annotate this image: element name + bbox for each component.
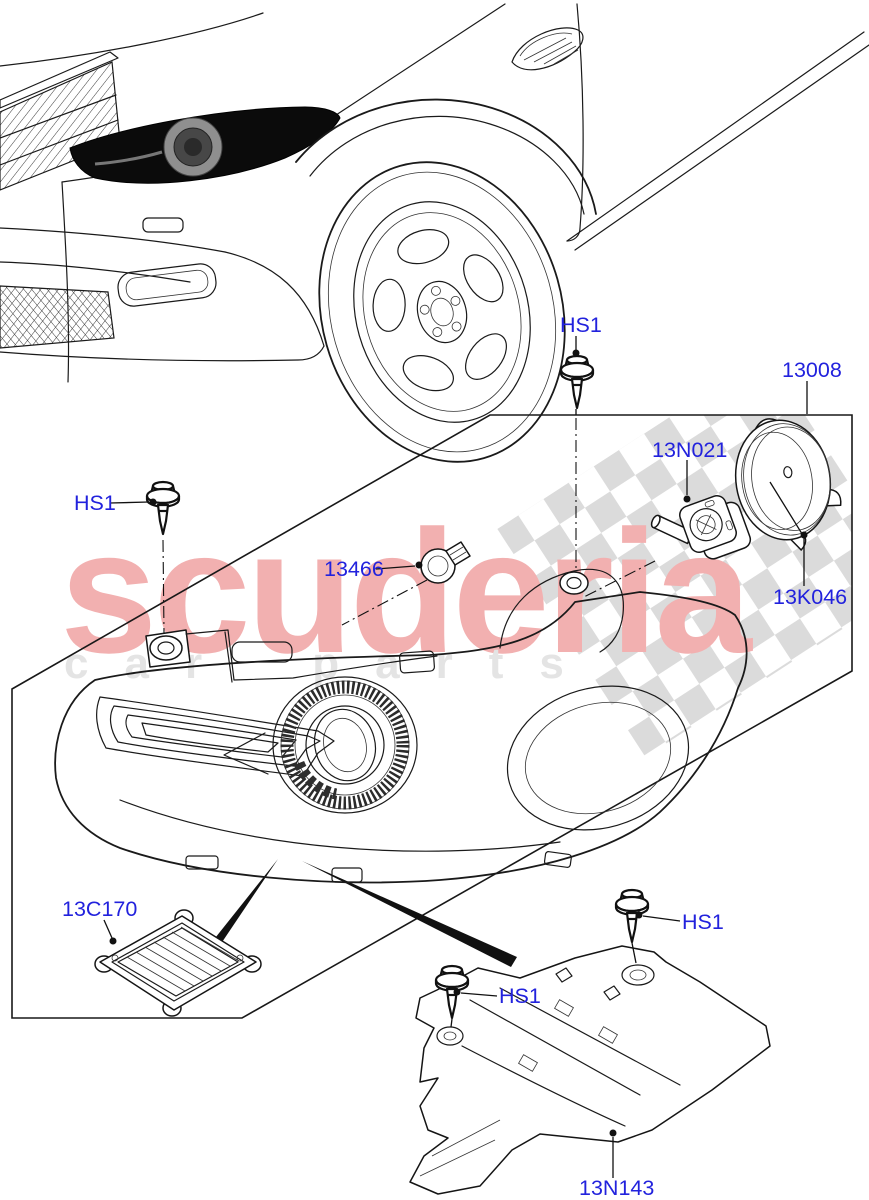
- watermark-tagline-text: car parts: [64, 639, 600, 688]
- sill-line-lower: [574, 44, 869, 251]
- housing-clip-1: [331, 867, 363, 883]
- vehicle-sketch: [0, 3, 869, 463]
- fog-lamp: [117, 263, 217, 307]
- part-number-13466[interactable]: 13466: [324, 557, 384, 581]
- lower-grille: [0, 285, 115, 349]
- part-number-13008[interactable]: 13008: [782, 358, 842, 382]
- callout-dot: [683, 495, 691, 503]
- housing-top-slot: [399, 650, 435, 674]
- part-number-13k046[interactable]: 13K046: [773, 585, 847, 609]
- front-wheel: [318, 161, 566, 463]
- xenon-bulb-axis: [581, 560, 656, 599]
- headlamp-housing-outline: [54, 591, 748, 884]
- wheel-arch: [295, 98, 597, 215]
- indicator-bulb-axis: [341, 579, 428, 626]
- callout-hs1-bottom-left: HS1: [453, 984, 541, 1008]
- part-number-13c170[interactable]: 13C170: [62, 897, 137, 921]
- xenon-bulb-art: [650, 495, 752, 560]
- callout-hs1-top: HS1: [560, 313, 602, 357]
- projector-module: [272, 676, 418, 814]
- screw-bracket-right: [614, 888, 650, 964]
- screw-left: [145, 480, 181, 635]
- callout-13n021: 13N021: [652, 438, 727, 503]
- callouts: HS1 13008 13N021 13K046 13466 HS1: [62, 313, 847, 1200]
- part-number-hs1-bottom-left[interactable]: HS1: [499, 984, 541, 1008]
- part-number-hs1-top[interactable]: HS1: [560, 313, 602, 337]
- callout-13008: 13008: [782, 358, 842, 414]
- housing-clip-2: [543, 851, 572, 868]
- screw-top: [559, 354, 595, 570]
- front-corner-line: [61, 181, 70, 383]
- fender-vent: [511, 27, 584, 71]
- grille-trim: [0, 51, 119, 109]
- callout-dot: [149, 498, 157, 506]
- callout-hs1-left: HS1: [74, 491, 157, 515]
- bumper-side-crease: [224, 251, 325, 347]
- hood-crease-line: [0, 12, 264, 67]
- callout-dot: [109, 937, 117, 945]
- part-number-hs1-bottom-right[interactable]: HS1: [682, 910, 724, 934]
- bumper-crease-upper: [0, 227, 226, 253]
- callout-dot: [415, 561, 423, 569]
- part-number-13n143[interactable]: 13N143: [579, 1176, 654, 1200]
- callout-13466: 13466: [324, 557, 423, 581]
- wheel-arch-inner: [309, 115, 585, 215]
- rear-mount-hoop: [499, 568, 624, 653]
- callout-dot: [800, 531, 808, 539]
- ballast-fins: [126, 926, 240, 992]
- callout-13k046: 13K046: [769, 481, 847, 609]
- indicator-bulb-art: [420, 541, 471, 584]
- screw-bracket-left: [434, 964, 470, 1028]
- callout-hs1-bottom-right: HS1: [635, 910, 724, 934]
- door-shut-line: [566, 3, 584, 242]
- bezel-chevron: [223, 732, 269, 775]
- rear-grommet: [559, 571, 589, 595]
- exploded-view-boundary: [11, 414, 853, 1019]
- sill-line-upper: [566, 31, 865, 242]
- outer-lens-bulge: [506, 685, 690, 831]
- part-number-13n021[interactable]: 13N021: [652, 438, 727, 462]
- pointer-wedges: [200, 859, 517, 967]
- headlamp-assembly-art: [54, 568, 748, 884]
- callout-dot: [572, 349, 580, 357]
- vehicle-headlamp-black: [69, 106, 341, 184]
- mounting-bracket-art: [409, 945, 771, 1195]
- callout-dot: [609, 1129, 617, 1137]
- callout-dot: [635, 911, 643, 919]
- left-grommet: [149, 635, 183, 661]
- washer-nozzle: [142, 217, 184, 233]
- part-number-hs1-left[interactable]: HS1: [74, 491, 116, 515]
- ballast-module-art: [94, 909, 262, 1017]
- bulb-cover-art: [734, 418, 842, 551]
- bumper-crease-lower: [0, 261, 191, 283]
- callout-13n143: 13N143: [579, 1129, 654, 1200]
- lens-lower-sweep: [119, 799, 561, 852]
- callout-13c170: 13C170: [62, 897, 137, 945]
- drl-frames: [96, 696, 335, 777]
- bumper-bottom-line: [0, 345, 325, 362]
- housing-clip-3: [185, 855, 219, 870]
- callout-dot: [453, 988, 461, 996]
